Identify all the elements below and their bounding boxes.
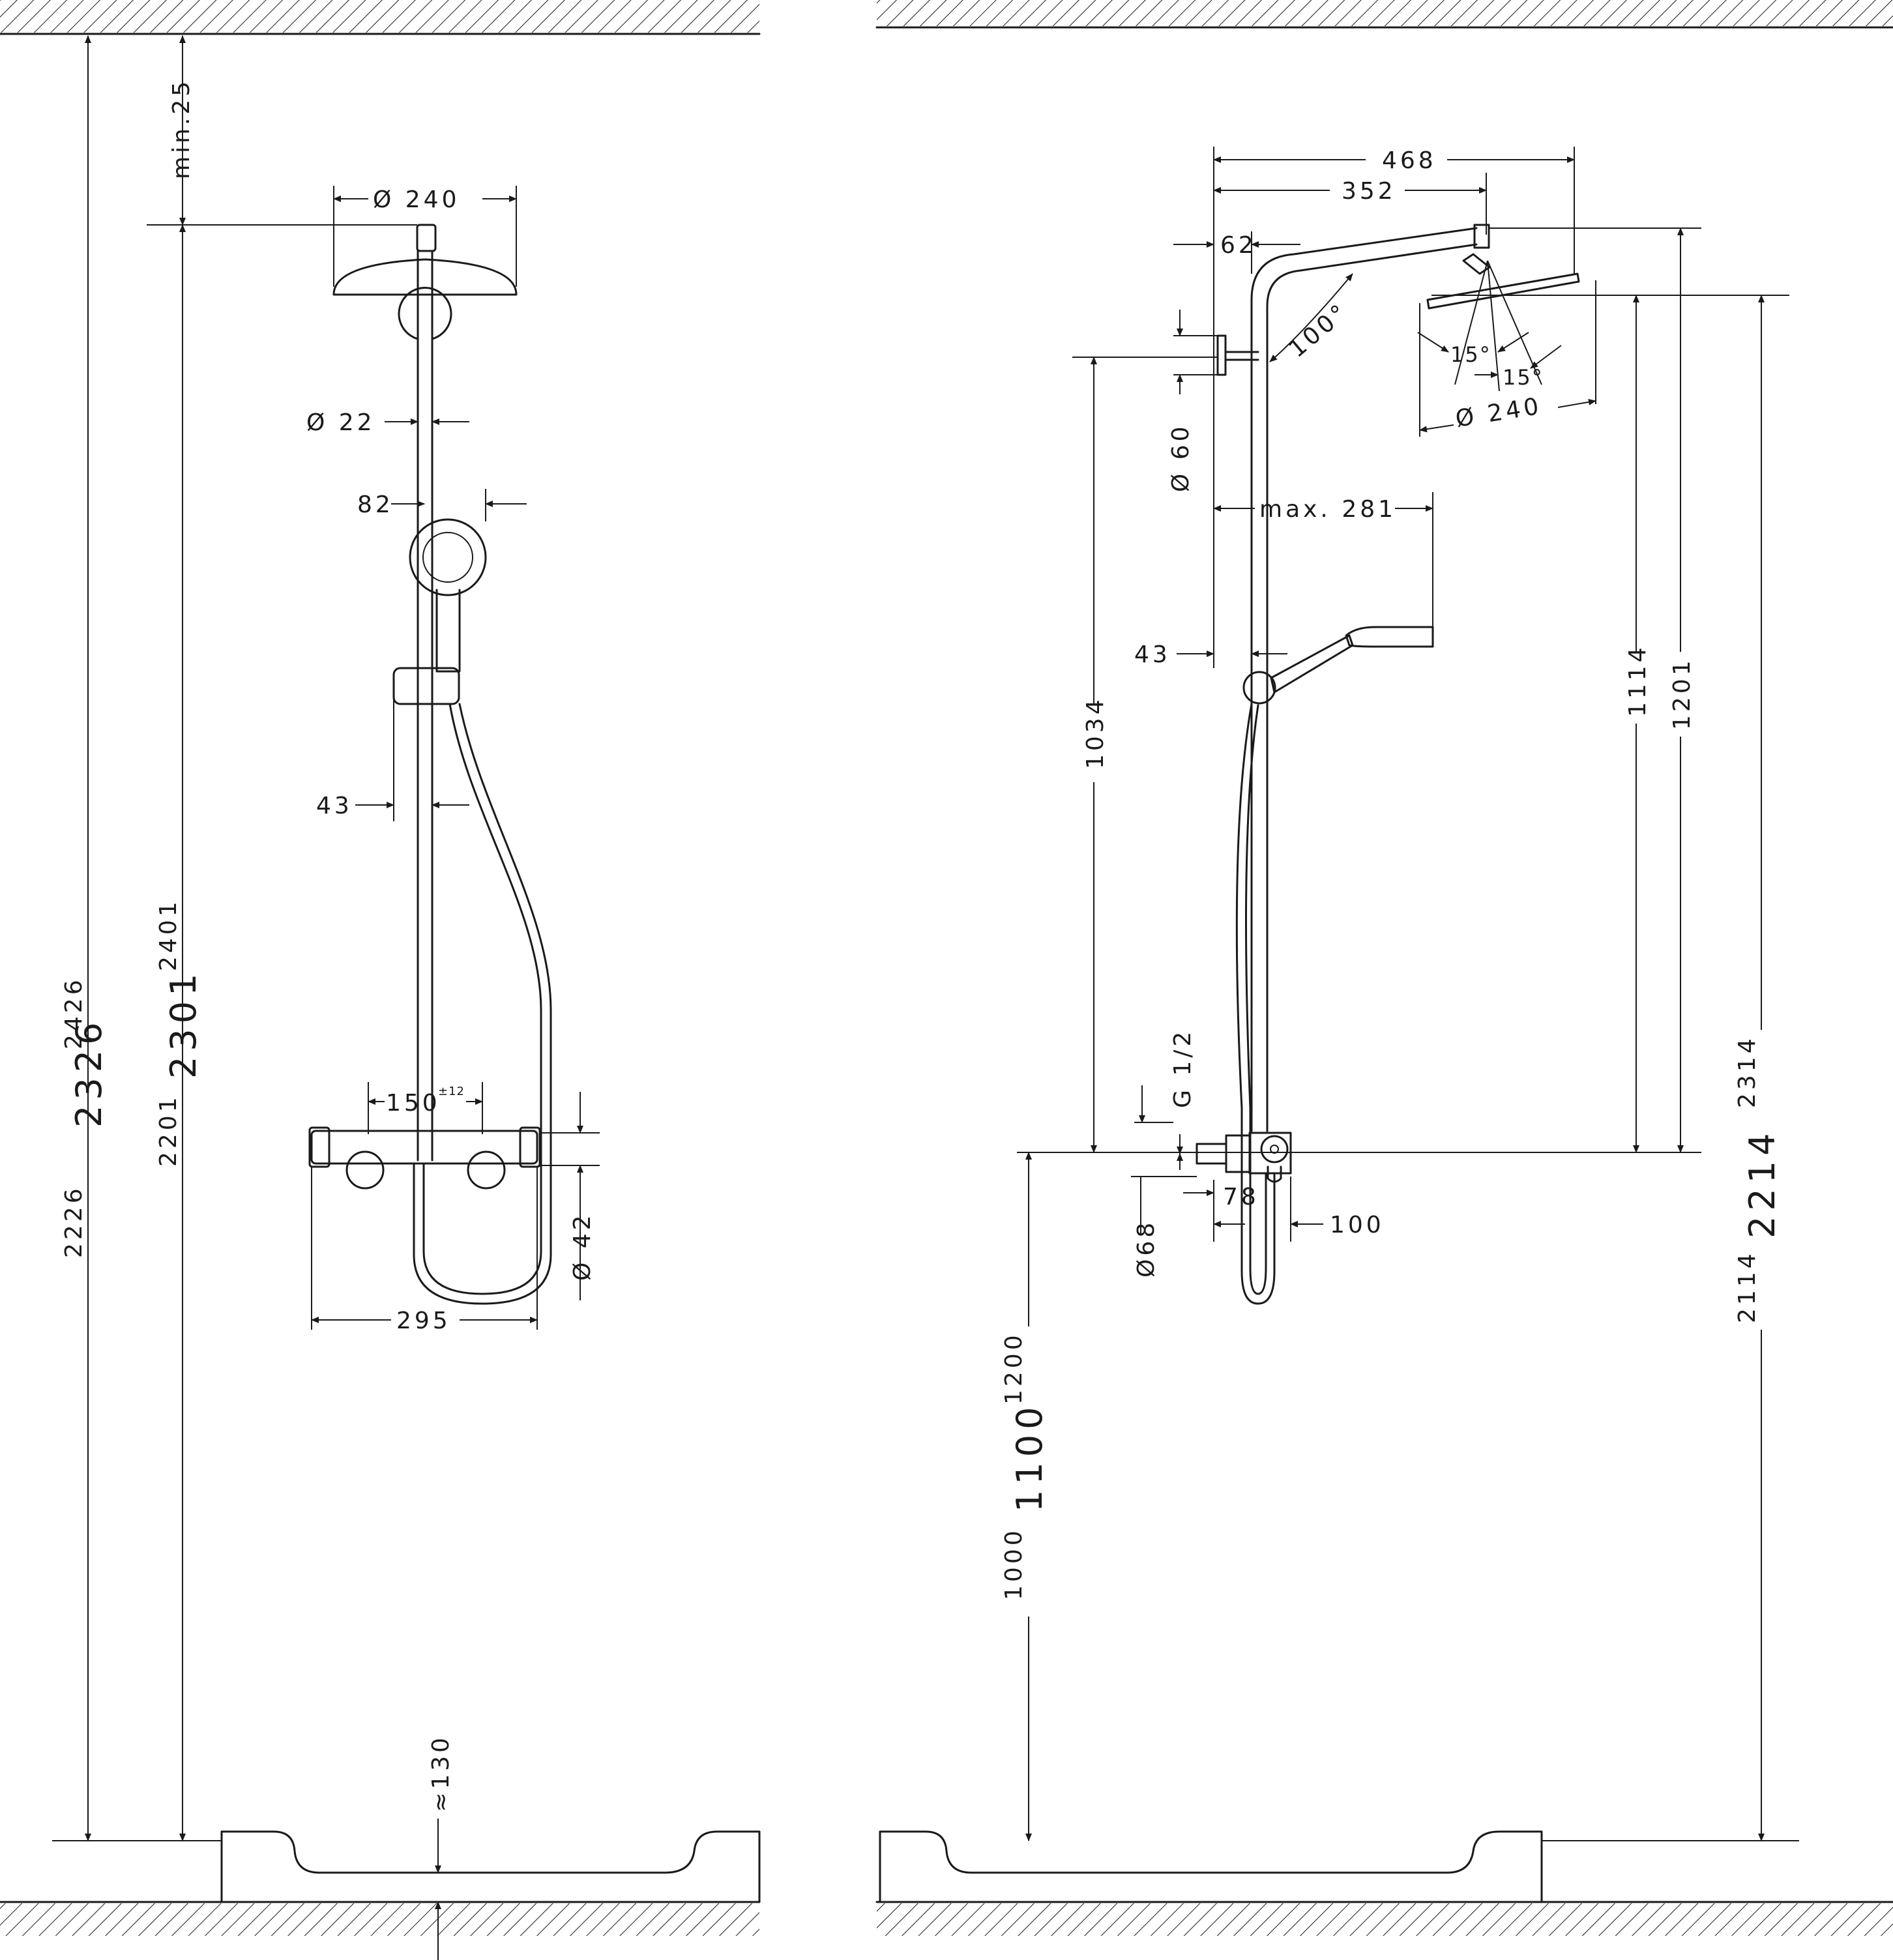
dim-head-height-right: 1114 xyxy=(1624,644,1651,717)
mixer-inlet-right xyxy=(467,1150,506,1190)
arm-joint xyxy=(1473,224,1490,249)
overhead-shower-side xyxy=(1426,272,1580,310)
hand-shower-handle-side xyxy=(1270,634,1354,694)
dim-min-top: min.25 xyxy=(168,78,195,179)
dim-mixer-height-max: 1200 xyxy=(1001,1332,1027,1405)
wall-bracket xyxy=(398,287,452,340)
dim-thread: G 1/2 xyxy=(1169,1029,1196,1108)
mixer-escutcheon-side xyxy=(1196,1143,1227,1165)
dim-head-diameter-right: Ø 240 xyxy=(1454,393,1544,433)
right-ceiling xyxy=(875,0,1893,29)
dim-mixer-depth-right: 78 xyxy=(1223,1184,1259,1210)
dim-holder-offset-left: 43 xyxy=(316,793,353,819)
shower-hose xyxy=(422,703,542,1295)
dim-escutcheon-diameter: Ø68 xyxy=(1133,1220,1160,1278)
dim-bracket-diameter: Ø 60 xyxy=(1167,423,1194,492)
mixer-inlet-left xyxy=(345,1150,385,1190)
dim-total-height-min-left: 2226 xyxy=(61,1185,87,1258)
dim-tilt-left: 15° xyxy=(1450,342,1491,367)
hand-shower-handle xyxy=(435,589,461,673)
slider-holder xyxy=(392,667,460,705)
dim-arm-total: 468 xyxy=(1382,147,1437,174)
dim-total-height-min-right: 2114 xyxy=(1734,1250,1761,1323)
dim-arm-angle: 100° xyxy=(1284,298,1354,363)
left-dimensions xyxy=(85,35,600,1960)
dim-head-height-min-left: 2201 xyxy=(155,1094,182,1167)
dim-mixer-projection: 100 xyxy=(1330,1212,1385,1238)
left-floor xyxy=(0,1901,761,1936)
dim-total-height-max-right: 2314 xyxy=(1734,1035,1761,1108)
right-dimensions xyxy=(1017,147,1789,1841)
left-shower-tray xyxy=(220,1830,761,1903)
dim-arm-head: 352 xyxy=(1342,178,1396,205)
dim-mixer-spacing-tolerance: ±12 xyxy=(438,1085,465,1098)
thermostat-mixer xyxy=(310,1130,538,1165)
mixer-handle-right xyxy=(519,1126,541,1168)
right-shower-tray xyxy=(879,1830,1543,1903)
right-floor xyxy=(875,1901,1893,1936)
hand-shower-head xyxy=(409,518,487,596)
left-ceiling xyxy=(0,0,761,35)
mixer-knob-side xyxy=(1260,1135,1289,1163)
dim-tilt-right: 15° xyxy=(1503,365,1544,390)
mixer-handle-left xyxy=(308,1126,330,1168)
shower-hose-side xyxy=(1235,703,1276,1305)
dim-head-height-max-left: 2401 xyxy=(155,898,182,971)
dim-total-height-max-left: 2426 xyxy=(61,976,87,1049)
mixer-inlet-side xyxy=(1225,1134,1251,1173)
dim-hand-reach: max. 281 xyxy=(1259,496,1396,523)
dim-wall-offset: 62 xyxy=(1220,232,1257,259)
dim-holder-offset-right: 43 xyxy=(1134,641,1171,668)
dim-mixer-height-min: 1000 xyxy=(1001,1527,1027,1600)
slider-holder-side xyxy=(1242,671,1276,705)
head-ball-joint xyxy=(1462,253,1491,275)
dim-pipe-diameter: Ø 22 xyxy=(306,409,375,436)
dim-tray-clearance: ≈130 xyxy=(428,1734,454,1812)
dim-head-diameter-left: Ø 240 xyxy=(373,186,460,213)
overhead-shower-head xyxy=(332,258,518,296)
dim-arm-height: 1201 xyxy=(1669,657,1695,730)
dim-head-height-left: 2301 xyxy=(163,969,204,1079)
right-shower-system xyxy=(1196,224,1580,1305)
dim-total-height-left: 2326 xyxy=(68,1017,110,1128)
head-connector xyxy=(416,224,437,252)
dim-mixer-height: 1100 xyxy=(1009,1402,1050,1512)
mixer-body-side xyxy=(1248,1132,1292,1175)
dim-mixer-width: 295 xyxy=(396,1308,451,1334)
dim-mixer-spacing: 150 xyxy=(386,1090,441,1117)
left-shower-system xyxy=(308,224,552,1305)
hand-shower-head-side xyxy=(1345,626,1434,648)
dim-total-height-right: 2214 xyxy=(1742,1128,1783,1238)
dim-mixer-depth-left: Ø 42 xyxy=(569,1212,596,1281)
wall-bracket-side xyxy=(1216,334,1227,376)
dim-bracket-height: 1034 xyxy=(1082,696,1109,769)
riser-and-arm xyxy=(1250,227,1478,1132)
dim-hand-shower-offset: 82 xyxy=(357,491,394,518)
